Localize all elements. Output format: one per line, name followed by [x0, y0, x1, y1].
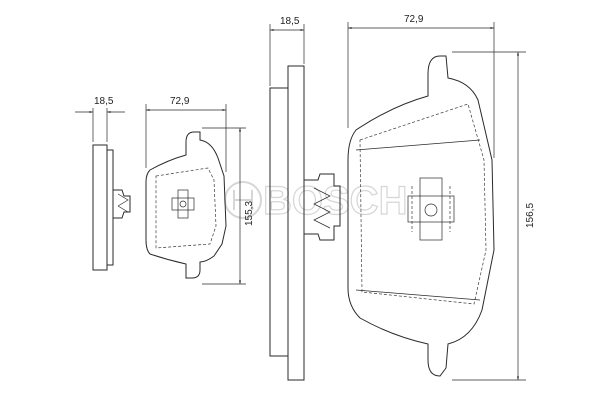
small-pad-height-label: 155,3 — [244, 201, 255, 226]
small-pad-width-label: 72,9 — [170, 96, 190, 107]
large-pad-width-label: 72,9 — [404, 14, 424, 25]
small-pad-width-dimension: 72,9 — [145, 96, 227, 172]
large-pad-thickness-label: 18,5 — [280, 16, 300, 27]
large-pad-height-label: 156,5 — [525, 203, 536, 228]
large-pad-thickness-dimension: 18,5 — [269, 16, 305, 86]
small-pad-height-dimension: 155,3 — [202, 127, 255, 285]
large-pad-height-dimension: 156,5 — [452, 51, 536, 381]
large-pad-width-dimension: 72,9 — [347, 14, 495, 158]
small-pad-thickness-dimension: 18,5 — [75, 96, 125, 142]
small-pad-front-view — [145, 131, 227, 279]
large-pad-side-view — [269, 65, 341, 381]
small-pad-side-view — [92, 144, 131, 271]
small-pad-thickness-label: 18,5 — [94, 96, 114, 107]
bosch-logo-armature — [233, 190, 253, 210]
large-pad-front-view — [347, 55, 495, 377]
